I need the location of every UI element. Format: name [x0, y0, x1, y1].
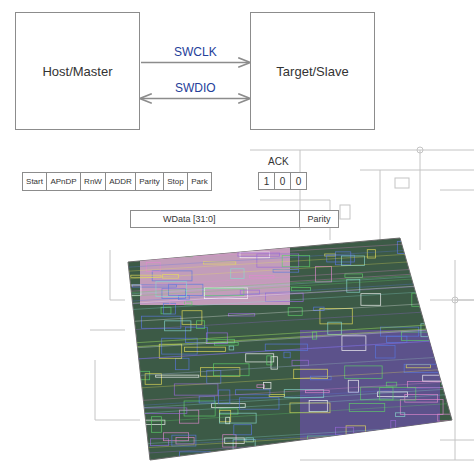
- packet-field: RnW: [80, 172, 106, 191]
- box-text: Start: [26, 177, 43, 186]
- box-text: 0: [296, 176, 302, 187]
- ack-bit: 0: [274, 172, 291, 190]
- packet-field: APnDP: [46, 172, 81, 191]
- box-text: 0: [280, 176, 286, 187]
- chip-die: [128, 238, 452, 460]
- schematic-background: [90, 147, 474, 460]
- data-field: WData [31:0]: [130, 210, 300, 228]
- ack-bit: 0: [290, 172, 307, 190]
- packet-field: Start: [22, 172, 47, 191]
- box-text: Host/Master: [42, 64, 112, 79]
- box-text: Parity: [307, 214, 330, 224]
- box-text: Target/Slave: [276, 64, 348, 79]
- signal-arrow: [141, 62, 249, 64]
- box-text: Parity: [139, 177, 159, 186]
- box-text: 1: [264, 176, 270, 187]
- box-text: ADDR: [109, 177, 132, 186]
- chip-layout-texture: [125, 223, 474, 459]
- box-text: Stop: [167, 177, 183, 186]
- parity-field: Parity: [299, 210, 339, 228]
- box-text: Park: [191, 177, 207, 186]
- host-box: Host/Master: [15, 12, 140, 130]
- packet-field: Stop: [163, 172, 188, 191]
- signal-name: SWDIO: [173, 81, 218, 95]
- box-text: APnDP: [50, 177, 76, 186]
- field-label: ACK: [268, 156, 289, 167]
- box-text: WData [31:0]: [163, 214, 216, 224]
- box-text: RnW: [84, 177, 102, 186]
- target-box: Target/Slave: [250, 12, 375, 130]
- signal-arrow: [141, 98, 249, 100]
- packet-field: Park: [187, 172, 212, 191]
- packet-field: Parity: [135, 172, 164, 191]
- packet-field: ADDR: [105, 172, 136, 191]
- ack-bit: 1: [258, 172, 275, 190]
- signal-name: SWCLK: [172, 45, 219, 59]
